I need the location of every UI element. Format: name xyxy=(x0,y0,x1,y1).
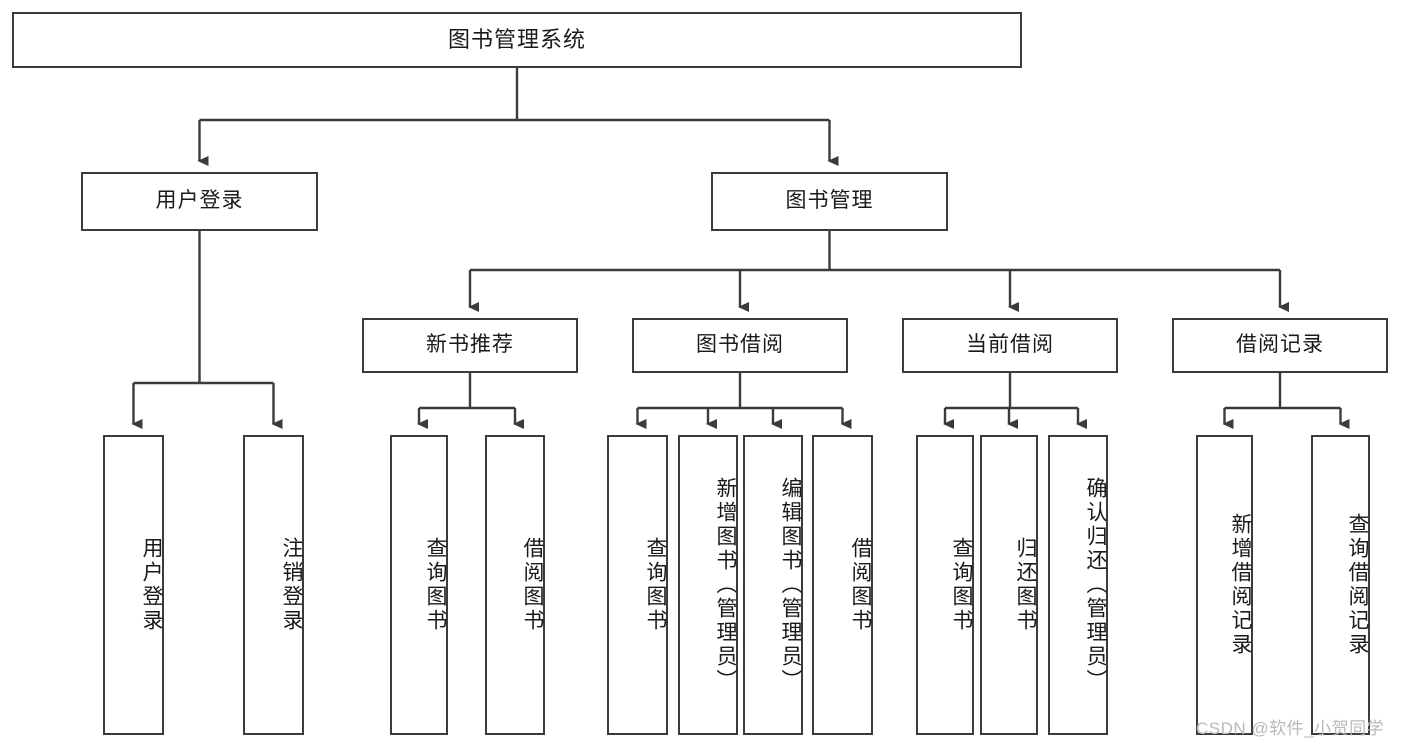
node-leaf-7[interactable]: 借阅图书 xyxy=(812,435,873,735)
leaf-label: 归还图书 xyxy=(1014,537,1037,633)
leaf-label: 新增图书（管理员） xyxy=(714,477,737,693)
leaf-label: 注销登录 xyxy=(280,537,303,633)
leaf-label: 查询借阅记录 xyxy=(1346,513,1369,657)
node-leaf-8[interactable]: 查询图书 xyxy=(916,435,974,735)
node-leaf-11[interactable]: 新增借阅记录 xyxy=(1196,435,1253,735)
node-leaf-6[interactable]: 编辑图书（管理员） xyxy=(743,435,803,735)
node-level1-0[interactable]: 用户登录 xyxy=(81,172,318,231)
leaf-label: 查询图书 xyxy=(644,537,667,633)
node-level2-3[interactable]: 借阅记录 xyxy=(1172,318,1388,373)
node-leaf-5[interactable]: 新增图书（管理员） xyxy=(678,435,738,735)
leaf-label: 查询图书 xyxy=(424,537,447,633)
node-leaf-3[interactable]: 借阅图书 xyxy=(485,435,545,735)
node-root[interactable]: 图书管理系统 xyxy=(12,12,1022,68)
node-leaf-2[interactable]: 查询图书 xyxy=(390,435,448,735)
node-leaf-4[interactable]: 查询图书 xyxy=(607,435,668,735)
leaf-label: 借阅图书 xyxy=(521,537,544,633)
node-leaf-0[interactable]: 用户登录 xyxy=(103,435,164,735)
node-level2-1[interactable]: 图书借阅 xyxy=(632,318,848,373)
leaf-label: 用户登录 xyxy=(140,537,163,633)
leaf-label: 借阅图书 xyxy=(849,537,872,633)
node-leaf-9[interactable]: 归还图书 xyxy=(980,435,1038,735)
leaf-label: 编辑图书（管理员） xyxy=(779,477,802,693)
node-leaf-12[interactable]: 查询借阅记录 xyxy=(1311,435,1370,735)
node-leaf-1[interactable]: 注销登录 xyxy=(243,435,304,735)
leaf-label: 确认归还（管理员） xyxy=(1084,477,1107,693)
node-leaf-10[interactable]: 确认归还（管理员） xyxy=(1048,435,1108,735)
leaf-label: 查询图书 xyxy=(950,537,973,633)
node-level2-2[interactable]: 当前借阅 xyxy=(902,318,1118,373)
node-level1-1[interactable]: 图书管理 xyxy=(711,172,948,231)
leaf-label: 新增借阅记录 xyxy=(1229,513,1252,657)
node-level2-0[interactable]: 新书推荐 xyxy=(362,318,578,373)
csdn-watermark: CSDN @软件_小贺同学 xyxy=(1196,719,1385,738)
